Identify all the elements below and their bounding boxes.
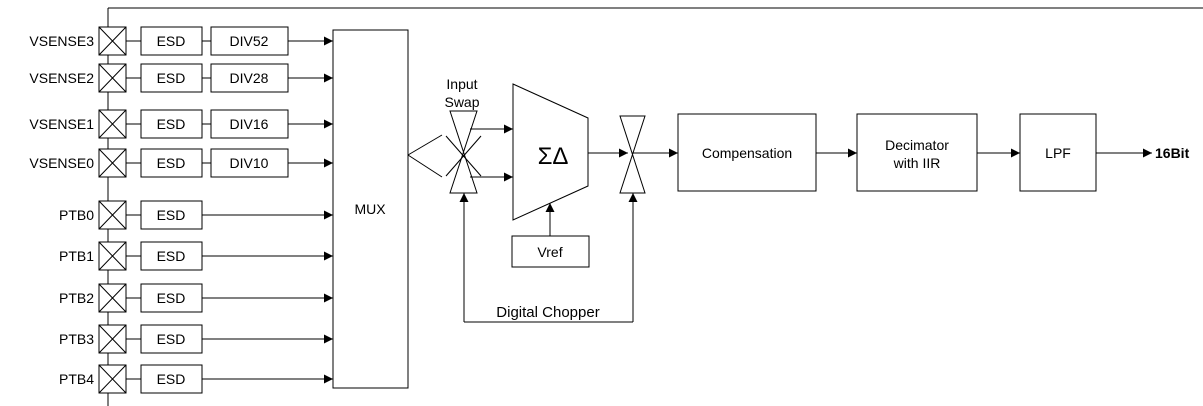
esd-block-ptb1 [140,241,203,271]
input-label-ptb4: PTB4 [59,371,94,387]
divider-label-vsense0: DIV10 [230,155,269,171]
input-swap-switch [449,110,478,194]
pad-cross-ptb2 [98,283,127,313]
pad-cross-ptb4 [98,364,127,394]
esd-label-vsense3: ESD [157,33,186,49]
digital-chopper-label: Digital Chopper [496,304,599,321]
input-label-ptb3: PTB3 [59,331,94,347]
esd-block-ptb2 [140,283,203,313]
compensation-label: Compensation [702,145,792,161]
pad-cross-ptb1 [98,241,127,271]
esd-label-ptb0: ESD [157,207,186,223]
input-label-vsense1: VSENSE1 [29,116,94,132]
input-label-vsense0: VSENSE0 [29,155,94,171]
input-label-vsense3: VSENSE3 [29,33,94,49]
vref-block [511,235,590,268]
esd-block-vsense3 [140,26,203,56]
esd-block-vsense0 [140,148,203,178]
input-label-ptb2: PTB2 [59,290,94,306]
esd-label-vsense1: ESD [157,116,186,132]
compensation-block [677,113,817,192]
input-label-ptb0: PTB0 [59,207,94,223]
pad-cross-vsense3 [98,26,127,56]
pad-cross-vsense0 [98,148,127,178]
pad-cross-ptb3 [98,324,127,354]
esd-label-ptb4: ESD [157,371,186,387]
pad-cross-vsense2 [98,63,127,93]
esd-label-ptb2: ESD [157,290,186,306]
decimator-label-line2: with IIR [893,155,941,171]
input-label-ptb1: PTB1 [59,248,94,264]
esd-block-ptb3 [140,324,203,354]
mux-block [332,29,409,389]
lpf-block [1019,113,1097,192]
mux-to-swap-wire-lower [407,154,443,178]
divider-block-vsense2 [210,63,289,93]
decimator-block [856,113,978,192]
lpf-label: LPF [1045,145,1071,161]
mux-to-swap-wire-upper [407,134,443,156]
vref-label: Vref [537,244,562,260]
input-label-vsense2: VSENSE2 [29,70,94,86]
sigma-delta-symbol: ΣΔ [538,143,569,170]
esd-label-ptb1: ESD [157,248,186,264]
pad-cross-vsense1 [98,109,127,139]
decimator-label-line1: Decimator [885,137,949,153]
output-chopper-switch [619,115,646,194]
divider-block-vsense0 [210,148,289,178]
divider-label-vsense3: DIV52 [230,33,269,49]
pad-cross-ptb0 [98,200,127,230]
esd-block-ptb0 [140,200,203,230]
input-swap-label-line1: Input [446,76,477,92]
divider-label-vsense1: DIV16 [230,116,269,132]
esd-label-ptb3: ESD [157,331,186,347]
input-swap-label-line2: Swap [444,94,479,110]
esd-block-vsense1 [140,109,203,139]
input-swap-cross-2 [445,135,482,177]
output-bits-label: 16Bit [1155,145,1190,161]
divider-block-vsense1 [210,109,289,139]
esd-label-vsense2: ESD [157,70,186,86]
sigma-delta-modulator [512,83,589,221]
esd-block-ptb4 [140,364,203,394]
esd-block-vsense2 [140,63,203,93]
esd-label-vsense0: ESD [157,155,186,171]
divider-label-vsense2: DIV28 [230,70,269,86]
mux-label: MUX [354,201,386,217]
